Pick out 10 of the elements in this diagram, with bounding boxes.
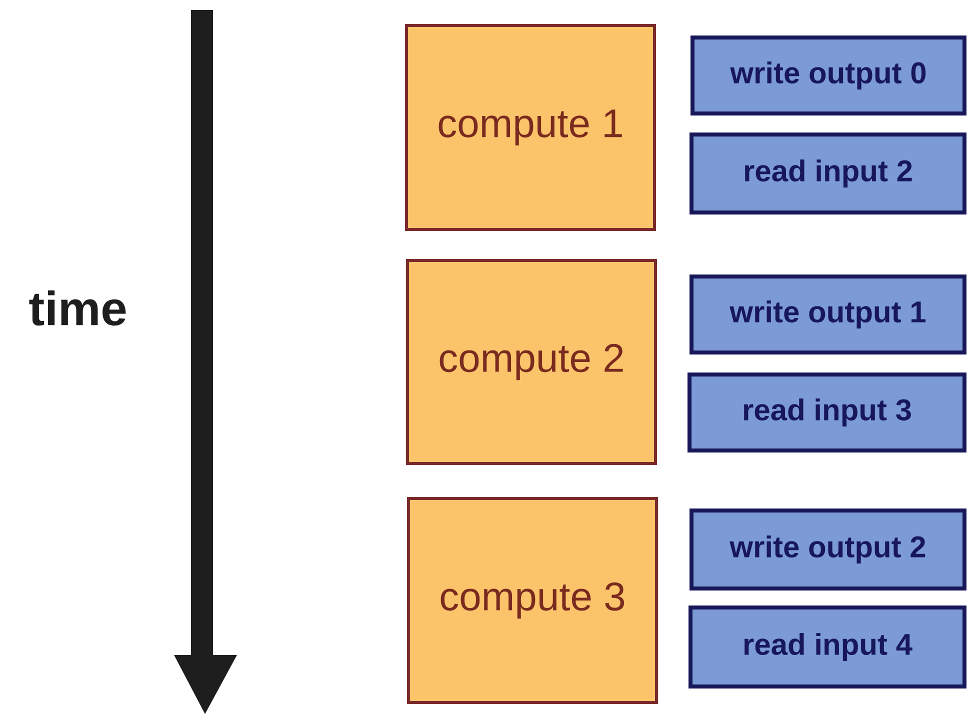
axis-label: time: [29, 290, 126, 326]
compute-box: compute 1: [405, 24, 656, 231]
io-box: write output 0: [690, 36, 966, 116]
compute-box: compute 3: [407, 497, 658, 704]
io-box: read input 3: [688, 372, 966, 452]
io-box: write output 1: [690, 274, 966, 354]
io-box: read input 4: [688, 606, 966, 688]
io-box: read input 2: [690, 132, 966, 214]
io-box: write output 2: [690, 508, 966, 590]
compute-box: compute 2: [406, 259, 657, 465]
